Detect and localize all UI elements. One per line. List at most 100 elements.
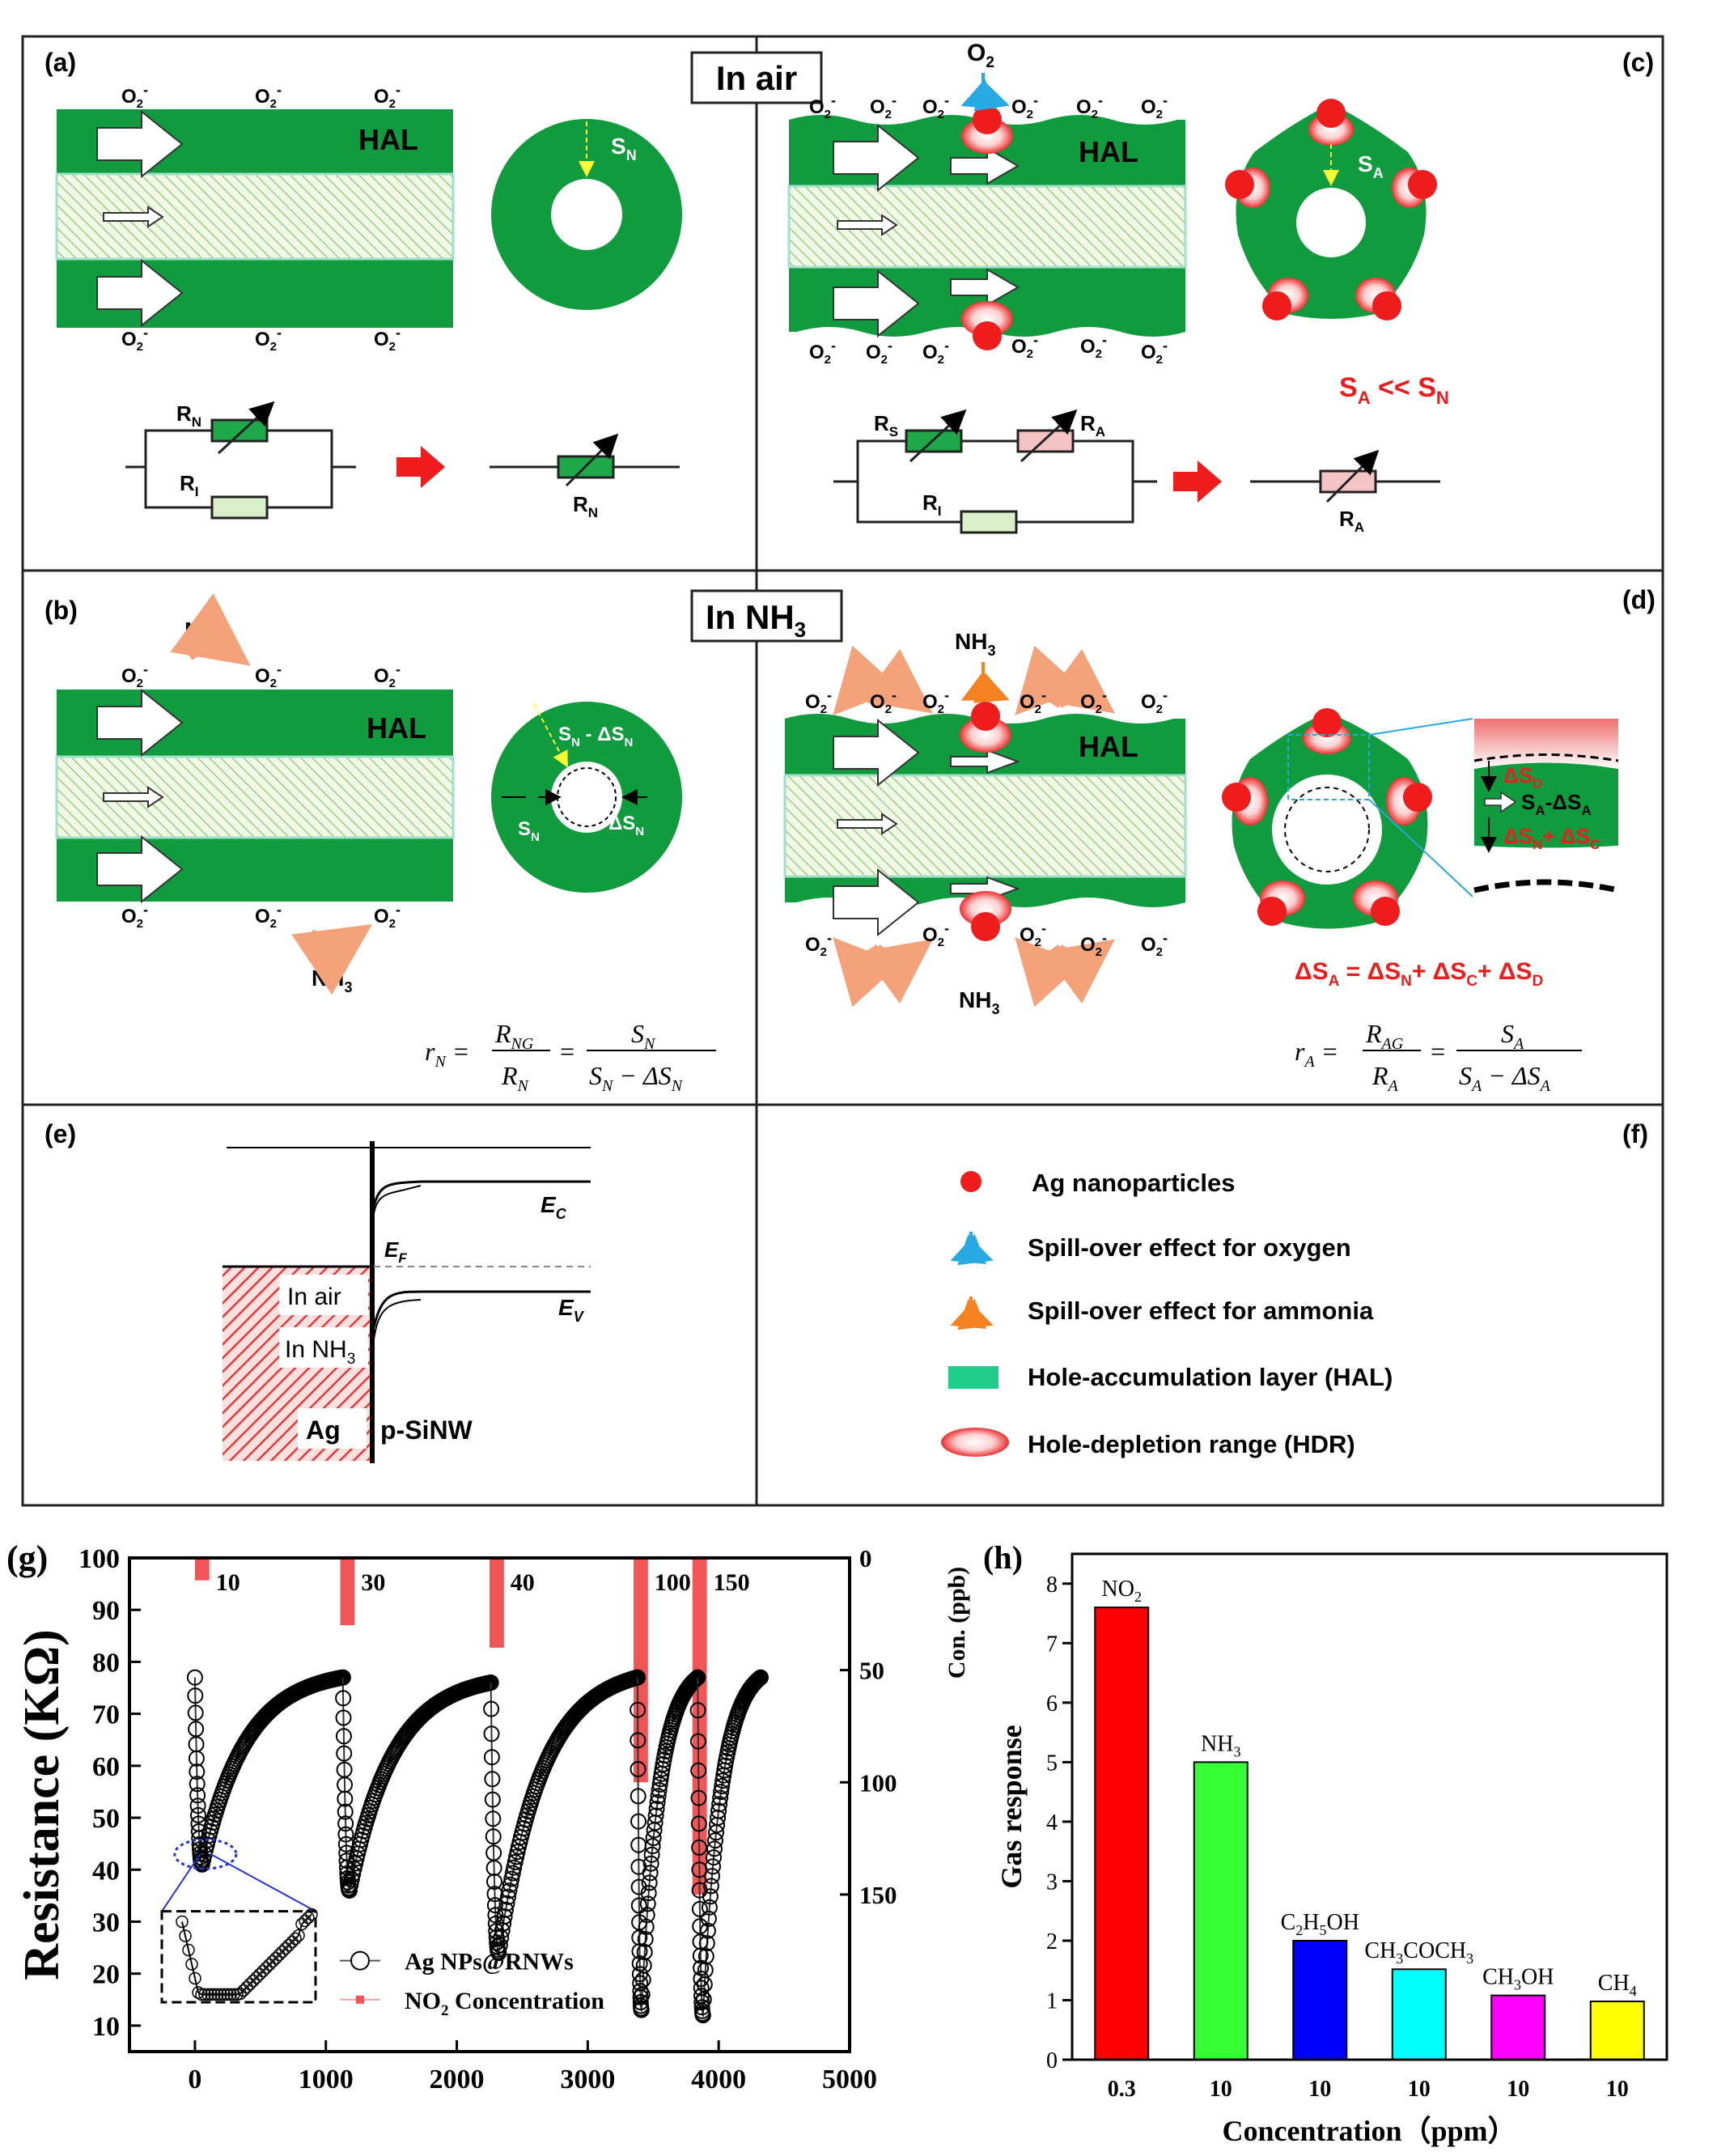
- bar-1: [1193, 1761, 1249, 2061]
- resistance-point-2-31: [501, 1882, 518, 1899]
- zoom-inset-point-32: [279, 1942, 292, 1955]
- chart-h-frame: [1071, 1552, 1668, 2061]
- resistance-point-4-85: [746, 1674, 763, 1691]
- svg-text:SA − ΔSA: SA − ΔSA: [1459, 1061, 1551, 1095]
- gas-label-4-part-1: OH: [1521, 1965, 1554, 1990]
- svg-text:RA: RA: [1372, 1061, 1399, 1095]
- h-y-tick-label-3: 3: [1046, 1870, 1058, 1895]
- resistance-point-2-29: [498, 1895, 515, 1912]
- resistance-point-4-2: [689, 1733, 706, 1750]
- gas-label-4: CH3OH: [1482, 1965, 1554, 1993]
- panel-frames: [21, 35, 1664, 1507]
- resistance-point-3-25: [635, 1957, 652, 1974]
- y-tick-label-3: 40: [92, 1856, 120, 1886]
- svg-text:O2-: O2-: [870, 92, 897, 121]
- resistance-point-4-3: [690, 1762, 707, 1779]
- svg-text:NH3: NH3: [184, 618, 225, 647]
- resistance-point-4-1: [689, 1702, 706, 1719]
- zoom-inset-point-25: [256, 1964, 269, 1978]
- resistance-point-3-2: [630, 1732, 647, 1749]
- svg-text:O2-: O2-: [121, 82, 148, 111]
- chart-h-ylabel: Gas response: [995, 1725, 1028, 1888]
- zoom-circle: [173, 1838, 238, 1870]
- panel-a-cross-section: SN: [491, 119, 682, 310]
- y-tick-label-9: 100: [78, 1544, 120, 1574]
- gas-label-1: NH3: [1201, 1731, 1240, 1759]
- svg-text:Hole-depletion range (HDR): Hole-depletion range (HDR): [1028, 1430, 1355, 1458]
- resistance-point-4-92: [753, 1669, 769, 1686]
- resistance-point-2-9: [485, 1860, 502, 1877]
- resistance-point-1-23: [342, 1876, 359, 1893]
- no2-pulse-label-1: 30: [361, 1569, 385, 1596]
- svg-text:RA: RA: [1080, 411, 1105, 439]
- resistance-point-3-43: [650, 1788, 667, 1805]
- panel-c-o2-labels: O2- O2- O2- O2- O2- O2- O2- O2- O2- O2- …: [809, 92, 1168, 367]
- svg-text:O2-: O2-: [1020, 920, 1046, 949]
- h-y-tick-label-1: 1: [1046, 1988, 1058, 2014]
- gas-label-5: CH4: [1598, 1971, 1637, 1999]
- panel-c-nanowire: HAL: [787, 105, 1187, 350]
- resistance-point-4-40: [710, 1810, 727, 1826]
- resistance-point-2-36: [507, 1853, 524, 1870]
- resistance-point-1-4: [336, 1745, 353, 1762]
- panel-a-circuit-labels: RN RI RN: [176, 401, 598, 520]
- zoom-inset-point-26: [260, 1961, 273, 1975]
- svg-text:RA: RA: [1339, 507, 1364, 535]
- resistance-point-4-46: [714, 1772, 731, 1789]
- pink-ellipse-icon: [941, 1428, 1009, 1457]
- svg-text:rN =: rN =: [425, 1037, 469, 1071]
- red-dot-icon: [960, 1171, 981, 1192]
- resistance-point-3-36: [644, 1838, 661, 1855]
- zoom-inset-point-7: [198, 1988, 211, 2001]
- panel-c-cross-section: SA: [1225, 99, 1437, 320]
- blue-spillover-icon: [950, 1232, 994, 1266]
- resistance-point-2-2: [483, 1725, 500, 1742]
- svg-text:HAL: HAL: [1079, 730, 1138, 763]
- resistance-point-4-32: [702, 1878, 719, 1895]
- green-rect-icon: [948, 1366, 998, 1389]
- resistance-point-4-43: [712, 1789, 729, 1806]
- resistance-point-4-26: [697, 1948, 714, 1965]
- resistance-point-1-10: [337, 1826, 354, 1843]
- zoom-inset-point-28: [266, 1954, 279, 1968]
- resistance-point-2-12: [486, 1897, 503, 1914]
- svg-text:O2-: O2-: [1141, 687, 1168, 716]
- header-in-nh3: In NH3: [690, 589, 843, 643]
- gas-label-5-part-0: CH: [1598, 1971, 1630, 1996]
- zoom-inset-point-19: [237, 1984, 250, 1997]
- resistance-point-2-35: [506, 1859, 523, 1876]
- resistance-point-4-31: [702, 1888, 719, 1905]
- svg-text:O2-: O2-: [922, 920, 949, 949]
- chart-g-ylabel: Resistance (KΩ): [15, 1629, 70, 1980]
- resistance-point-4-4: [690, 1789, 707, 1806]
- zoom-inset-point-8: [201, 1988, 214, 2001]
- x-tick-label-2: 2000: [430, 2065, 485, 2094]
- zoom-inset-point-18: [234, 1987, 247, 2001]
- zoom-inset-point-29: [269, 1951, 282, 1965]
- panel-label-f: (f): [1622, 1119, 1648, 1148]
- zoom-inset-point-40: [305, 1908, 318, 1921]
- chart-h: 0.3NO210NH310C2H5OH10CH3COCH310CH3OH10CH…: [995, 1552, 1668, 2147]
- svg-text:RNG: RNG: [494, 1019, 534, 1053]
- bar-3: [1391, 1968, 1447, 2061]
- resistance-point-4-33: [704, 1868, 720, 1885]
- panel-label-d: (d): [1622, 585, 1656, 614]
- resistance-point-4-9: [691, 1900, 708, 1917]
- resistance-point-2-27: [496, 1908, 513, 1925]
- resistance-point-1-7: [337, 1790, 354, 1807]
- resistance-point-2-6: [485, 1810, 502, 1827]
- svg-text:p-SiNW: p-SiNW: [380, 1415, 473, 1445]
- svg-text:O2-: O2-: [374, 82, 401, 111]
- orange-spillover-icon: [950, 1297, 994, 1331]
- gas-label-1-part-0: NH: [1201, 1731, 1233, 1756]
- resistance-point-3-45: [651, 1776, 668, 1793]
- svg-text:O2-: O2-: [1080, 687, 1107, 716]
- resistance-point-1-9: [337, 1815, 354, 1832]
- x-tick-label-0: 0: [188, 2065, 201, 2094]
- svg-text:SA: SA: [1358, 151, 1384, 181]
- y2-tick-label-1: 50: [859, 1657, 884, 1685]
- panel-d-nanowire: HAL: [783, 702, 1187, 941]
- zoom-inset-point-3: [185, 1958, 198, 1971]
- svg-text:O2-: O2-: [1020, 687, 1046, 716]
